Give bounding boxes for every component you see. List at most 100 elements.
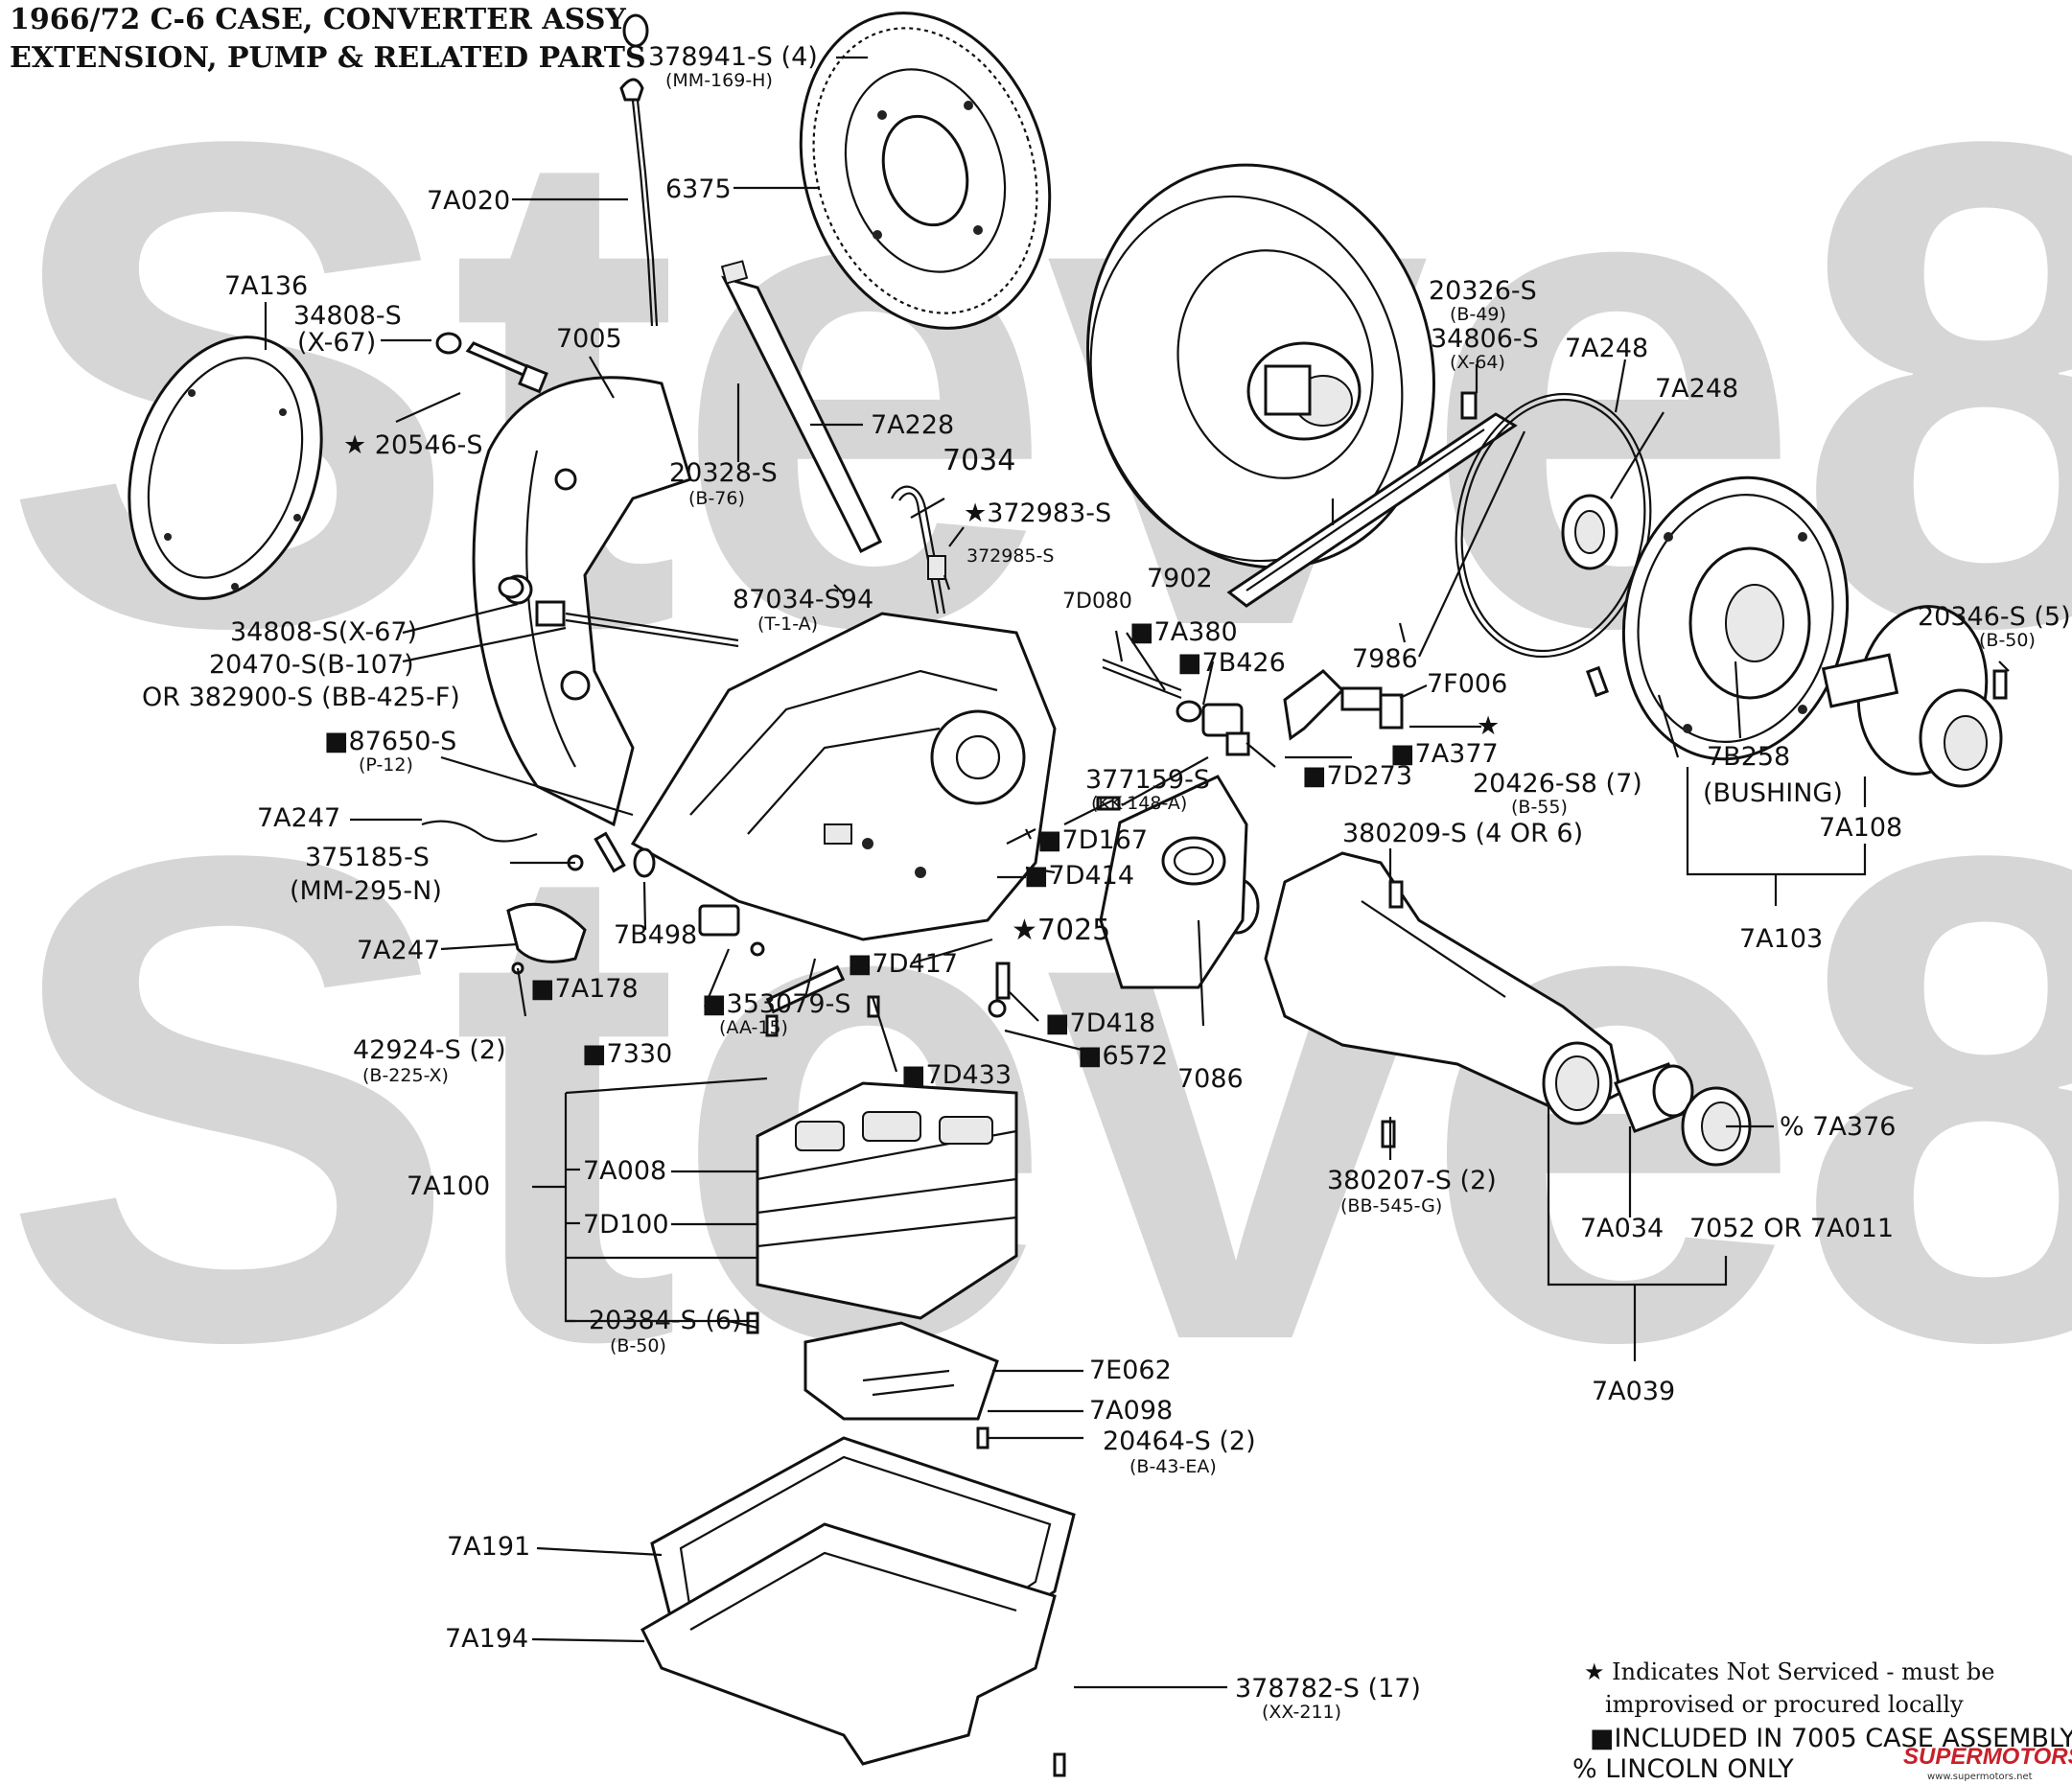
label-20328: 20328-S (669, 458, 778, 488)
label-20326: 20326-S (1429, 276, 1537, 306)
label-7A034: 7A034 (1580, 1214, 1664, 1243)
label-7A008: 7A008 (583, 1156, 666, 1186)
label-34808-top: 34808-S (293, 301, 402, 331)
filter-screen-7A098 (803, 1321, 999, 1421)
legend: ★ Indicates Not Serviced - must be impro… (1572, 1658, 2072, 1784)
label-7025: ★7025 (1012, 914, 1110, 947)
flexplate-6375 (799, 12, 1052, 330)
label-7B498: 7B498 (614, 920, 697, 950)
vent-tube-7034 (891, 485, 946, 614)
label-7A108: 7A108 (1819, 813, 1902, 843)
label-7A136: 7A136 (224, 271, 308, 301)
label-7A039: 7A039 (1592, 1377, 1675, 1406)
label-34808-top-sub: (X-67) (297, 328, 376, 358)
label-87034-sub: (T-1-A) (757, 614, 818, 635)
label-20464-sub: (B-43-EA) (1129, 1456, 1217, 1477)
label-7D100: 7D100 (583, 1210, 669, 1240)
oil-pan-7A194 (640, 1522, 1057, 1766)
label-7D417: ■7D417 (848, 949, 958, 979)
label-378941-sub: (MM-169-H) (665, 70, 773, 91)
legend-star-line-2: improvised or procured locally (1605, 1691, 1964, 1718)
label-7B258-sub: (BUSHING) (1703, 778, 1843, 808)
label-20426-sub: (B-55) (1511, 797, 1568, 818)
filler-tube-7A228 (720, 260, 882, 554)
label-20328-sub: (B-76) (688, 488, 745, 509)
valve-body-7A100 (756, 1081, 1018, 1320)
label-7A194: 7A194 (445, 1624, 528, 1654)
label-7330: ■7330 (582, 1039, 672, 1069)
label-7005: 7005 (556, 324, 622, 354)
label-377159: 377159-S (1085, 765, 1210, 795)
leader-lines (264, 56, 2010, 1689)
neutral-switch-7A377 (1176, 700, 1250, 756)
label-7D433: ■7D433 (901, 1060, 1012, 1090)
legend-star-line-1: ★ Indicates Not Serviced - must be (1584, 1658, 1994, 1685)
part-labels: 378941-S (4) (MM-169-H) 7A020 6375 7A136… (142, 42, 2071, 1723)
label-87650-sub: (P-12) (359, 754, 413, 776)
supermotors-logo: SUPERMOTORS www.supermotors.net (1903, 1744, 2072, 1782)
label-7A191: 7A191 (447, 1532, 530, 1562)
label-7A178: ■7A178 (530, 974, 639, 1004)
label-7A103: 7A103 (1739, 924, 1823, 954)
label-7D273: ■7D273 (1302, 761, 1412, 791)
shaft-7D080 (1102, 658, 1182, 700)
label-7D414: ■7D414 (1024, 861, 1134, 891)
label-42924-sub: (B-225-X) (362, 1065, 449, 1086)
legend-square-line: ■INCLUDED IN 7005 CASE ASSEMBLY (1590, 1724, 2072, 1753)
logo-name: SUPERMOTORS (1903, 1744, 2072, 1770)
label-87034: 87034-S94 (733, 585, 873, 614)
label-20546: ★ 20546-S (343, 430, 483, 460)
label-380207: 380207-S (2) (1327, 1166, 1497, 1195)
label-353079-sub: (AA-15) (719, 1017, 788, 1038)
label-375185-sub: (MM-295-N) (290, 876, 442, 906)
label-7B258: 7B258 (1707, 742, 1790, 772)
label-20464: 20464-S (2) (1103, 1426, 1256, 1456)
case-7005 (472, 376, 1057, 941)
stator-support-7A108 (1821, 605, 2003, 788)
pump-7A103 (1621, 475, 1850, 761)
label-7A020: 7A020 (427, 186, 510, 216)
label-7B426: ■7B426 (1177, 648, 1286, 678)
label-7A377: ■7A377 (1390, 739, 1499, 769)
label-7052: 7052 OR 7A011 (1689, 1214, 1894, 1243)
manual-lever-7F006 (1283, 669, 1404, 741)
label-7986: 7986 (1352, 644, 1418, 674)
label-7A380: ■7A380 (1129, 617, 1238, 647)
label-7F006-star: ★ (1477, 711, 1500, 741)
label-20346-sub: (B-50) (1979, 630, 2036, 651)
label-20326-sub: (B-49) (1450, 304, 1506, 325)
gasket-7986 (1226, 412, 1518, 608)
label-375185: 375185-S (305, 843, 430, 872)
label-7A248-a: 7A248 (1565, 334, 1648, 363)
label-7E062: 7E062 (1089, 1356, 1172, 1385)
label-377159-sub: (KK-148-A) (1091, 793, 1187, 814)
label-7D167: ■7D167 (1037, 825, 1148, 855)
gasket-7A136 (128, 336, 323, 600)
bolt-20346 (1992, 669, 2008, 700)
label-87650: ■87650-S (324, 727, 456, 756)
label-378782: 378782-S (17) (1235, 1674, 1421, 1704)
gasket-7086 (1099, 775, 1248, 989)
label-7A100: 7A100 (407, 1171, 490, 1201)
logo-url: www.supermotors.net (1927, 1772, 2033, 1782)
label-7A247-b: 7A247 (357, 936, 440, 965)
label-42924: 42924-S (2) (353, 1035, 506, 1065)
dipstick-7A020 (619, 13, 659, 327)
label-372985: 372985-S (966, 545, 1054, 567)
bolt-20326 (1460, 391, 1478, 420)
label-380207-sub: (BB-545-G) (1340, 1195, 1442, 1217)
label-7D080: 7D080 (1062, 590, 1132, 614)
label-20384: 20384-S (6) (589, 1306, 742, 1335)
label-7A098: 7A098 (1089, 1396, 1173, 1426)
label-7086: 7086 (1177, 1064, 1244, 1094)
label-34806: 34806-S (1431, 324, 1539, 354)
label-378941: 378941-S (4) (648, 42, 818, 72)
bushing-7A034 (1614, 1062, 1694, 1133)
label-7902: 7902 (1147, 564, 1213, 593)
label-7A248-b: 7A248 (1655, 374, 1738, 404)
label-20470: 20470-S(B-107) (209, 650, 414, 680)
label-34808-b: 34808-S(X-67) (230, 617, 417, 647)
label-6572: ■6572 (1078, 1041, 1168, 1071)
label-34806-sub: (X-64) (1450, 352, 1505, 373)
title-line-1: 1966/72 C-6 CASE, CONVERTER ASSY., (10, 3, 642, 36)
